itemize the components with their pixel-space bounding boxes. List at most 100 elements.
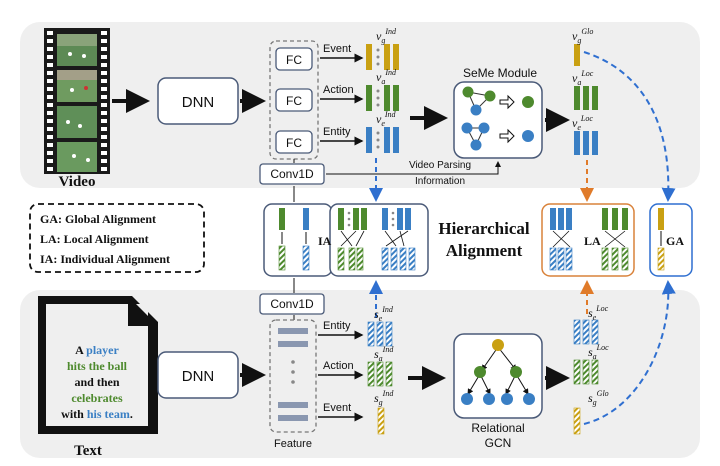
seme-graph-bottom bbox=[461, 122, 534, 151]
ia-event-pair bbox=[278, 208, 310, 271]
fc-label-event: FC bbox=[286, 53, 302, 67]
legend-item-la: LA: Local Alignment bbox=[40, 232, 149, 246]
text-loc-action-vectors bbox=[573, 359, 599, 385]
sprocket-hole bbox=[47, 71, 53, 75]
gcn-label-1: Relational bbox=[471, 421, 524, 435]
sprocket-hole bbox=[101, 31, 107, 35]
video-level-entity: Entity bbox=[323, 126, 351, 138]
sprocket-hole bbox=[101, 111, 107, 115]
sprocket-hole bbox=[101, 127, 107, 131]
sprocket-hole bbox=[47, 63, 53, 67]
text-entity-vectors bbox=[367, 321, 393, 347]
video-label: Video bbox=[59, 174, 96, 190]
seme-module-box bbox=[453, 81, 543, 159]
ia-tag: IA bbox=[318, 234, 332, 248]
feature-box bbox=[269, 319, 317, 433]
sprocket-hole bbox=[47, 143, 53, 147]
sprocket-hole bbox=[101, 119, 107, 123]
legend-item-ia: IA: Individual Alignment bbox=[40, 252, 170, 266]
video-level-event: Event bbox=[323, 43, 351, 55]
text-glo-to-ga-connector bbox=[583, 280, 676, 425]
video-conv1d-box bbox=[259, 163, 325, 185]
doc-line-2: hits the ball bbox=[67, 359, 128, 373]
ga-text-vector bbox=[657, 247, 665, 271]
legend-box bbox=[29, 203, 205, 273]
text-glo-vector bbox=[573, 407, 581, 435]
text-level-entity: Entity bbox=[323, 320, 351, 332]
la-box bbox=[541, 203, 635, 277]
parsing-label-2: Information bbox=[415, 176, 465, 187]
sprocket-hole bbox=[47, 39, 53, 43]
ga-video-vector bbox=[658, 208, 664, 230]
feature-bars bbox=[278, 328, 308, 421]
doc-word-blue: his team bbox=[87, 407, 130, 421]
sprocket-hole bbox=[101, 167, 107, 171]
doc-line-5: with his team. bbox=[61, 407, 133, 421]
text-dnn-box bbox=[157, 351, 239, 399]
gcn-box bbox=[453, 333, 543, 419]
sprocket-hole bbox=[101, 87, 107, 91]
doc-line-4: celebrates bbox=[71, 391, 123, 405]
video-level-action: Action bbox=[323, 84, 354, 96]
doc-word-dark: . bbox=[130, 407, 133, 421]
text-label: Text bbox=[74, 443, 102, 459]
video-loc-action-vectors bbox=[574, 86, 598, 110]
video-conv1d-label: Conv1D bbox=[270, 167, 314, 181]
ia-entity-set bbox=[381, 208, 416, 271]
video-loc-entity-vectors bbox=[574, 131, 598, 155]
alignment-title-1: Hierarchical bbox=[438, 219, 530, 238]
doc-word-dark: A bbox=[75, 343, 86, 357]
doc-word-green: hits the ball bbox=[67, 359, 128, 373]
fc-label-action: FC bbox=[286, 94, 302, 108]
sprocket-hole bbox=[47, 31, 53, 35]
gcn-graph bbox=[461, 339, 535, 405]
doc-line-3: and then bbox=[74, 375, 119, 389]
text-conv1d-box bbox=[259, 293, 325, 315]
text-level-action: Action bbox=[323, 360, 354, 372]
sprocket-hole bbox=[101, 79, 107, 83]
sprocket-hole bbox=[47, 159, 53, 163]
parsing-label-1: Video Parsing bbox=[409, 160, 471, 171]
doc-word-green: celebrates bbox=[71, 391, 123, 405]
legend-item-ga: GA: Global Alignment bbox=[40, 212, 156, 226]
la-vectors bbox=[549, 208, 629, 271]
sprocket-hole bbox=[47, 87, 53, 91]
fc-label-entity: FC bbox=[286, 136, 302, 150]
video-glo-vector bbox=[574, 44, 580, 66]
ga-tag: GA bbox=[666, 234, 684, 248]
sprocket-hole bbox=[101, 95, 107, 99]
gcn-label-2: GCN bbox=[485, 436, 512, 450]
sprocket-hole bbox=[101, 143, 107, 147]
doc-word-dark: with bbox=[61, 407, 87, 421]
sprocket-hole bbox=[101, 151, 107, 155]
sprocket-hole bbox=[47, 135, 53, 139]
sprocket-hole bbox=[101, 71, 107, 75]
video-dnn-label: DNN bbox=[182, 94, 215, 111]
video-dnn-box bbox=[157, 77, 239, 125]
ia-action-set bbox=[337, 208, 367, 271]
sprocket-hole bbox=[47, 103, 53, 107]
text-level-event: Event bbox=[323, 402, 351, 414]
text-action-vectors bbox=[367, 361, 393, 387]
text-dnn-label: DNN bbox=[182, 368, 215, 385]
sprocket-hole bbox=[47, 47, 53, 51]
sprocket-hole bbox=[47, 111, 53, 115]
video-filmstrip bbox=[44, 28, 110, 174]
video-event-vectors bbox=[366, 44, 399, 70]
doc-word-dark: and then bbox=[74, 375, 119, 389]
fc-box-entity bbox=[275, 130, 313, 154]
sprocket-hole bbox=[101, 159, 107, 163]
text-loc-entity-vectors bbox=[573, 319, 599, 345]
sprocket-hole bbox=[47, 151, 53, 155]
text-document-icon bbox=[38, 296, 158, 434]
seme-graph-top bbox=[462, 86, 534, 116]
sprocket-hole bbox=[47, 167, 53, 171]
alignment-title-2: Alignment bbox=[446, 241, 523, 260]
sprocket-hole bbox=[47, 55, 53, 59]
fc-box-event bbox=[275, 47, 313, 71]
sprocket-hole bbox=[101, 63, 107, 67]
sprocket-hole bbox=[47, 119, 53, 123]
doc-line-1: A player bbox=[75, 343, 119, 357]
text-conv1d-label: Conv1D bbox=[270, 297, 314, 311]
sprocket-hole bbox=[101, 39, 107, 43]
